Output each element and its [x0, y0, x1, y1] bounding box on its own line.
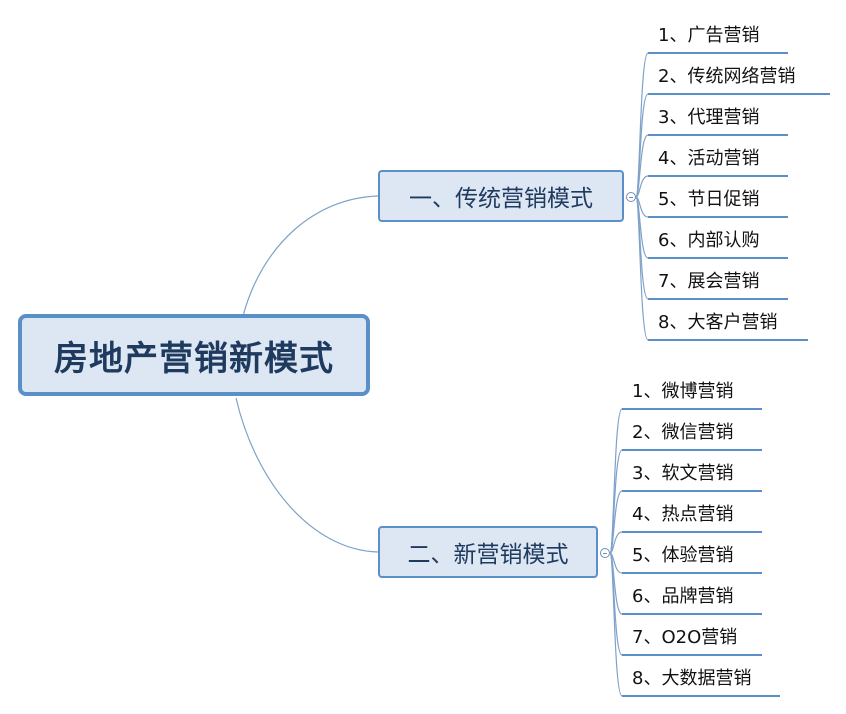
leaf-item[interactable]: 2、传统网络营销 [648, 62, 830, 95]
branch-2-leaf-connectors [609, 408, 623, 697]
leaf-connector [609, 552, 623, 697]
leaf-connector [635, 175, 649, 198]
leaf-item[interactable]: 1、微博营销 [622, 377, 762, 410]
central-topic-label: 房地产营销新模式 [54, 338, 334, 379]
collapse-toggle-icon[interactable] [600, 548, 610, 558]
branch-label: 一、传统营销模式 [409, 186, 593, 212]
branch-1-leaf-connectors [635, 52, 649, 341]
leaf-item[interactable]: 5、体验营销 [622, 541, 762, 574]
leaf-item[interactable]: 8、大数据营销 [622, 664, 780, 697]
collapse-toggle-icon[interactable] [626, 192, 636, 202]
leaf-item[interactable]: 4、热点营销 [622, 500, 762, 533]
root-to-branch-1-connector [242, 195, 379, 317]
leaf-item[interactable]: 5、节日促销 [648, 185, 788, 218]
leaf-item[interactable]: 2、微信营销 [622, 418, 762, 451]
leaf-connector [635, 196, 649, 341]
leaf-item[interactable]: 3、软文营销 [622, 459, 762, 492]
branch-label: 二、新营销模式 [407, 542, 569, 568]
branch-traditional-marketing[interactable]: 一、传统营销模式 [378, 170, 624, 222]
leaf-item[interactable]: 1、广告营销 [648, 21, 788, 54]
branch-new-marketing[interactable]: 二、新营销模式 [378, 526, 598, 578]
leaf-connector [609, 490, 623, 554]
central-topic[interactable]: 房地产营销新模式 [18, 314, 370, 396]
leaf-item[interactable]: 6、内部认购 [648, 226, 788, 259]
leaf-item[interactable]: 7、O2O营销 [622, 623, 762, 656]
leaf-connector [635, 134, 649, 198]
leaf-item[interactable]: 6、品牌营销 [622, 582, 762, 615]
leaf-item[interactable]: 8、大客户营销 [648, 308, 808, 341]
root-to-branch-2-connector [235, 397, 379, 553]
leaf-item[interactable]: 3、代理营销 [648, 103, 788, 136]
leaf-item[interactable]: 4、活动营销 [648, 144, 788, 177]
leaf-item[interactable]: 7、展会营销 [648, 267, 788, 300]
leaf-connector [609, 531, 623, 554]
